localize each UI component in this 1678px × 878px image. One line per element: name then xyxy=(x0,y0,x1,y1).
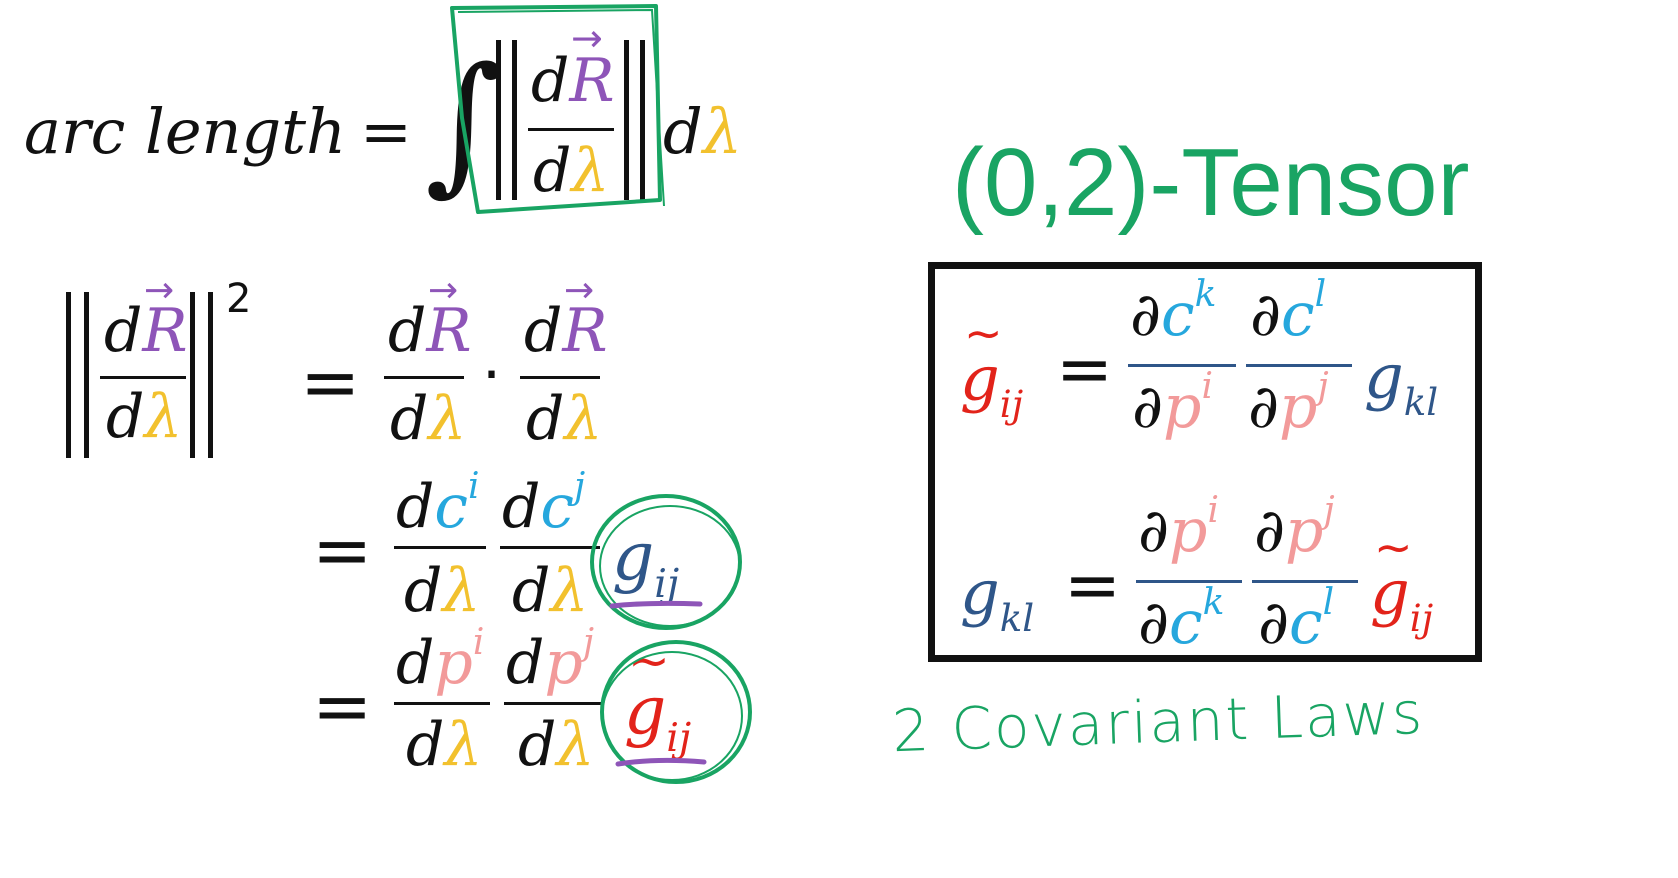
eq2-frac2-bar xyxy=(500,546,600,549)
eq3-metric-g-tilde-ij: gij xyxy=(624,672,692,762)
norm2-bar-left-2 xyxy=(84,292,89,458)
eq1-dot: · xyxy=(482,340,502,410)
law2-frac1-bar xyxy=(1136,580,1242,583)
arc-vector-arrow: → xyxy=(571,16,603,60)
law2-equals-sign: = xyxy=(1064,546,1121,625)
eq2-frac2-num: dcj xyxy=(502,466,586,542)
eq1-frac1-bar xyxy=(384,376,464,379)
eq1-frac2-den: dλ xyxy=(526,384,603,454)
arc-fraction-bar xyxy=(528,128,614,131)
eq3-frac1-num: dpi xyxy=(396,622,485,698)
law1-frac1-num: ∂ck xyxy=(1130,274,1217,350)
eq2-equals-sign: = xyxy=(312,508,373,592)
eq1-equals-sign: = xyxy=(300,340,361,424)
law1-frac2-bar xyxy=(1246,364,1352,367)
norm2-denominator: dλ xyxy=(106,382,183,452)
law2-tilde: ~ xyxy=(1374,520,1413,574)
norm2-numerator: dR xyxy=(104,296,188,366)
norm2-vector-arrow: → xyxy=(144,270,175,311)
purple-underline-g-tilde-ij xyxy=(615,757,707,767)
law1-frac1-bar xyxy=(1128,364,1236,367)
norm-bar-right-2 xyxy=(640,40,645,200)
arc-denominator: dλ xyxy=(533,136,610,206)
eq1-frac2-arrow: → xyxy=(564,270,595,311)
norm2-fraction-bar xyxy=(100,376,186,379)
eq1-frac1-arrow: → xyxy=(428,270,459,311)
eq2-frac2-den: dλ xyxy=(512,556,589,626)
law1-g-kl: gkl xyxy=(1364,340,1439,425)
eq1-frac2-bar xyxy=(520,376,600,379)
eq3-frac1-bar xyxy=(394,702,490,705)
eq1-frac2-num: dR xyxy=(524,296,608,366)
eq3-frac2-num: dpj xyxy=(506,622,595,698)
arc-length-label: arc length xyxy=(24,95,347,168)
law2-frac2-bar xyxy=(1252,580,1358,583)
norm2-bar-right-1 xyxy=(190,292,195,458)
tensor-title: (0,2)-Tensor xyxy=(952,129,1470,236)
green-box-annotation xyxy=(450,4,662,214)
law2-frac1-num: ∂pi xyxy=(1138,490,1219,566)
law1-frac2-den: ∂pj xyxy=(1248,366,1329,442)
law2-frac2-num: ∂pj xyxy=(1254,490,1335,566)
eq3-equals-sign: = xyxy=(312,664,373,748)
law2-frac1-den: ∂ck xyxy=(1138,582,1225,658)
norm-bar-right-1 xyxy=(624,40,629,200)
norm-bar-left-1 xyxy=(496,40,501,200)
norm-bar-left-2 xyxy=(512,40,517,200)
arc-equals-sign: = xyxy=(360,95,412,168)
law1-equals-sign: = xyxy=(1056,330,1113,409)
norm2-bar-right-2 xyxy=(208,292,213,458)
eq3-frac2-bar xyxy=(504,702,604,705)
law2-frac2-den: ∂cl xyxy=(1258,582,1335,658)
arc-dlambda: dλ xyxy=(663,95,742,168)
norm2-bar-left-1 xyxy=(66,292,71,458)
law1-frac1-den: ∂pi xyxy=(1132,366,1213,442)
eq3-frac2-den: dλ xyxy=(518,710,595,780)
arc-numerator: dR xyxy=(531,46,615,116)
eq1-frac1-den: dλ xyxy=(390,384,467,454)
law1-tilde: ~ xyxy=(964,306,1003,360)
law2-g-kl: gkl xyxy=(960,556,1035,641)
law1-g-tilde-ij: gij xyxy=(960,342,1024,427)
norm2-exponent: 2 xyxy=(226,276,252,322)
eq2-metric-g-ij: gij xyxy=(612,518,680,608)
eq2-frac1-num: dci xyxy=(396,466,480,542)
transformation-laws-box xyxy=(928,262,1482,662)
eq2-frac1-den: dλ xyxy=(404,556,481,626)
eq3-frac1-den: dλ xyxy=(406,710,483,780)
law2-g-tilde-ij: gij xyxy=(1370,556,1434,641)
eq1-frac1-num: dR xyxy=(388,296,472,366)
law1-frac2-num: ∂cl xyxy=(1250,274,1327,350)
purple-underline-g-ij xyxy=(609,600,703,609)
eq2-frac1-bar xyxy=(394,546,486,549)
